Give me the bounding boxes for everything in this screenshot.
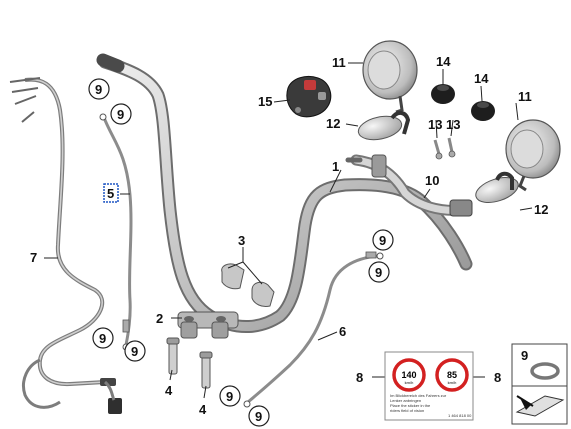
svg-text:9: 9: [379, 233, 386, 248]
mirror-right: [505, 119, 561, 192]
circle-9-marker-e: 9: [372, 229, 394, 251]
washer-icon: [530, 362, 560, 380]
switch-housing: [286, 75, 332, 118]
callout-7: 7: [30, 250, 37, 265]
speed-right-unit: km/h: [448, 380, 457, 385]
svg-text:9: 9: [131, 344, 138, 359]
callout-14-left: 14: [436, 54, 451, 69]
svg-text:9: 9: [117, 107, 124, 122]
circle-9-marker-f: 9: [368, 261, 390, 283]
svg-text:9: 9: [226, 389, 233, 404]
callout-3: 3: [238, 233, 245, 248]
speed-left-unit: km/h: [405, 380, 414, 385]
callout-12-left: 12: [326, 116, 340, 131]
callout-1: 1: [332, 159, 339, 174]
callout-6: 6: [339, 324, 346, 339]
sticker-text-4: riders field of vision: [390, 408, 424, 413]
wiring-harness: [9, 77, 122, 414]
callout-14-right: 14: [474, 71, 489, 86]
circle-9-marker-h: 9: [248, 405, 270, 427]
callout-10: 10: [425, 173, 439, 188]
callout-11-left: 11: [332, 55, 346, 70]
sticker-text-2: Lenker anbringen: [390, 398, 421, 403]
speed-right-value: 85: [447, 370, 457, 380]
callout-11-right: 11: [518, 89, 532, 104]
cable-5: [99, 113, 133, 351]
cable-6: [243, 251, 384, 408]
mirror-left: [362, 40, 418, 114]
circle-9-marker-d: 9: [124, 340, 146, 362]
callouts: 1 2 3 4 4 5 6 7 8 8 10 11 11 12 12 13 13…: [30, 54, 548, 417]
screw-13b: [447, 137, 456, 158]
leader-lines: [44, 62, 533, 399]
callout-12-right: 12: [534, 202, 548, 217]
rubber-cap-14b: [471, 101, 495, 121]
callout-13-right: 13: [446, 117, 460, 132]
svg-text:9: 9: [99, 331, 106, 346]
circle-9-marker-c: 9: [92, 327, 114, 349]
clamp-bolt-right: [199, 351, 213, 389]
legend-box: 9: [511, 343, 568, 425]
speed-sticker: 140 km/h 85 km/h Im Blickbereich des Fah…: [384, 351, 474, 421]
callout-2: 2: [156, 311, 163, 326]
legend-9-label: 9: [521, 348, 528, 363]
clamp-bolt-left: [166, 337, 180, 375]
arrow-icon: [515, 395, 565, 417]
circle-9-marker-a: 9: [88, 78, 110, 100]
circle-9-marker-g: 9: [219, 385, 241, 407]
callout-13-left: 13: [428, 117, 442, 132]
sticker-text-1: Im Blickbereich des Fahrers zur: [390, 393, 447, 398]
svg-text:9: 9: [255, 409, 262, 424]
indicator-right: [475, 171, 519, 203]
circle-9-marker-b: 9: [110, 103, 132, 125]
indicator-left: [357, 111, 411, 141]
callout-8-right: 8: [494, 370, 501, 385]
callout-8-left: 8: [356, 370, 363, 385]
speed-sign-right: 85 km/h: [435, 358, 469, 392]
sticker-text-3: Place the sticker in the: [390, 403, 431, 408]
svg-text:9: 9: [375, 265, 382, 280]
callout-15: 15: [258, 94, 272, 109]
sticker-code: 1 464 818 00: [448, 413, 472, 418]
screw-13a: [433, 139, 443, 160]
callout-4-left: 4: [165, 383, 173, 398]
rubber-cap-14a: [431, 84, 455, 104]
callout-5-highlight: [103, 183, 119, 203]
svg-text:9: 9: [95, 82, 102, 97]
throttle-assembly: [345, 154, 473, 217]
clamp-halves: [221, 263, 275, 307]
speed-sign-left: 140 km/h: [392, 358, 426, 392]
callout-4-right: 4: [199, 402, 207, 417]
handlebar-clamp: [177, 311, 239, 339]
speed-left-value: 140: [401, 370, 416, 380]
callout-5: 5: [107, 186, 114, 201]
